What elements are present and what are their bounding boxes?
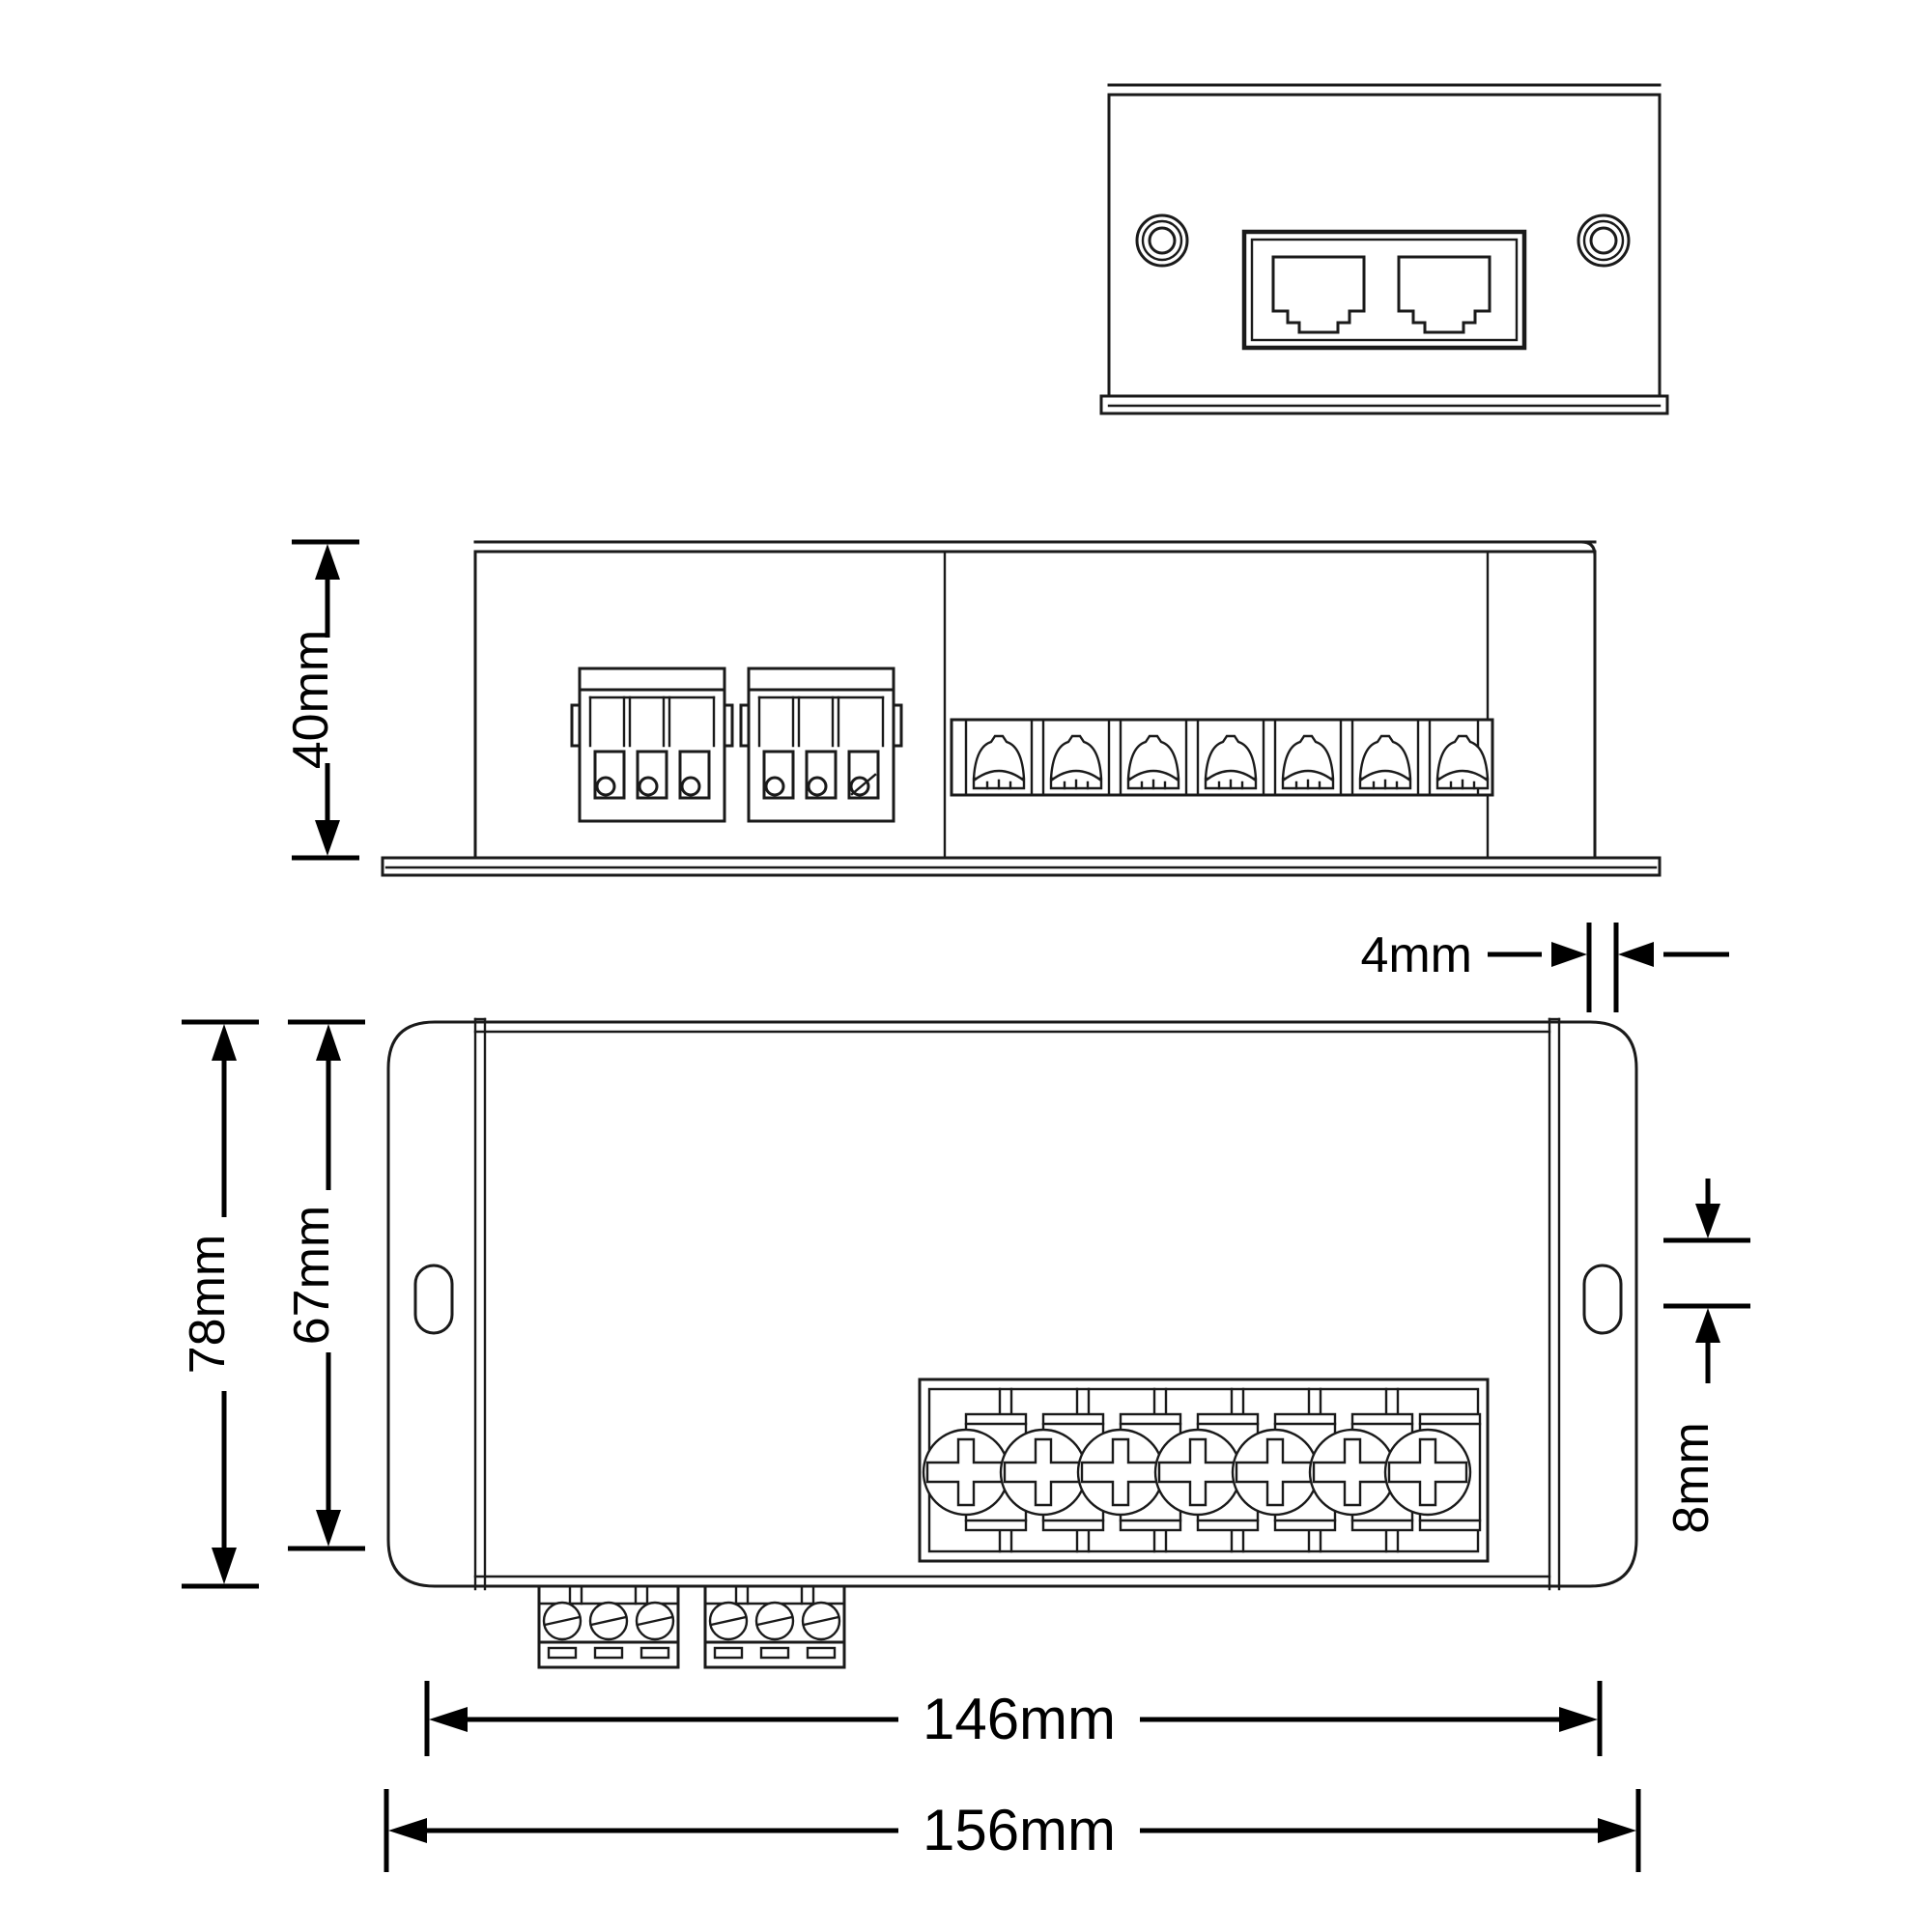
dimension-body-depth-67mm: 67mm xyxy=(284,1019,365,1551)
dim-8-arrow-up xyxy=(1695,1308,1720,1343)
dimension-height-40mm: 40mm xyxy=(283,539,359,861)
dim-78-arrow-down xyxy=(212,1548,237,1584)
dim-8-label: 8mm xyxy=(1663,1422,1719,1534)
dim-78-arrow-up xyxy=(212,1024,237,1061)
side-terminal-clamp-1 xyxy=(972,734,1026,790)
side-terminal-clamp-7 xyxy=(1435,734,1490,790)
dim-4-arrow-left xyxy=(1618,942,1654,967)
dim-146-label: 146mm xyxy=(923,1687,1116,1751)
dim-4-arrow-right xyxy=(1551,942,1587,967)
mounting-slot-right xyxy=(1582,1264,1623,1335)
dim-67-arrow-down xyxy=(316,1510,341,1547)
dim-4-label: 4mm xyxy=(1360,927,1472,983)
screw-terminal-pole-7 xyxy=(1383,1412,1482,1532)
front-mounting-hole-left xyxy=(1135,213,1189,268)
dimension-overall-depth-78mm: 78mm xyxy=(180,1019,259,1589)
dim-156-arrow-right xyxy=(1598,1818,1636,1843)
dim-146-arrow-right xyxy=(1559,1707,1598,1732)
dim-156-label: 156mm xyxy=(923,1798,1116,1862)
bottom-screw-terminal-block xyxy=(918,1378,1490,1563)
side-terminal-clamp-3 xyxy=(1126,734,1180,790)
rj45-port-1 xyxy=(1271,255,1366,334)
dim-8-arrow-down xyxy=(1695,1204,1720,1238)
dimension-body-length-146mm: 146mm xyxy=(424,1681,1603,1756)
side-terminal-clamp-6 xyxy=(1358,734,1412,790)
dim-146-arrow-left xyxy=(429,1707,468,1732)
side-terminal-clamp-4 xyxy=(1204,734,1258,790)
dimension-slot-8mm: 8mm xyxy=(1663,1179,1750,1534)
side-terminal-clamp-2 xyxy=(1049,734,1103,790)
bottom-pluggable-terminal-1 xyxy=(537,1584,680,1669)
screw-terminal-pole-3 xyxy=(1076,1412,1182,1532)
dim-40-label: 40mm xyxy=(283,630,339,769)
dimension-overall-length-156mm: 156mm xyxy=(384,1789,1641,1872)
side-screw-terminal-strip xyxy=(950,718,1494,797)
bottom-view xyxy=(386,1017,1638,1669)
dim-67-arrow-up xyxy=(316,1024,341,1061)
dim-156-arrow-left xyxy=(388,1818,427,1843)
front-mounting-hole-right xyxy=(1577,213,1631,268)
front-view xyxy=(1099,83,1669,415)
rj45-port-2 xyxy=(1397,255,1492,334)
bottom-pluggable-terminal-2 xyxy=(703,1584,846,1669)
dim-78-label: 78mm xyxy=(180,1235,236,1374)
dim-40-arrow-down xyxy=(315,820,340,856)
side-view-corner-fillet xyxy=(1579,540,1597,557)
side-pluggable-terminal-1 xyxy=(570,667,734,823)
dim-67-label: 67mm xyxy=(284,1206,340,1345)
dim-40-arrow-up xyxy=(315,544,340,580)
dimension-flange-4mm: 4mm xyxy=(1360,923,1729,1012)
rj45-dual-jack-housing xyxy=(1241,229,1527,351)
side-pluggable-terminal-2 xyxy=(739,667,903,823)
side-terminal-clamp-5 xyxy=(1281,734,1335,790)
mounting-slot-left xyxy=(413,1264,454,1335)
side-view xyxy=(381,540,1662,877)
